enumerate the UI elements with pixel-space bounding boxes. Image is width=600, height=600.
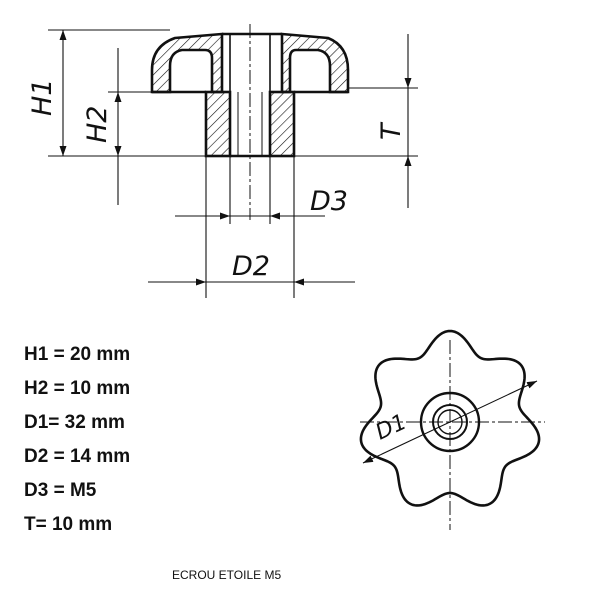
knob-head-right-section <box>280 32 350 94</box>
hub-right-section <box>268 90 296 158</box>
h1-label: H1 <box>27 79 58 116</box>
knob-head-left-section <box>150 32 224 94</box>
spec-h2: H2 = 10 mm <box>24 378 131 399</box>
spec-d3: D3 = M5 <box>24 480 97 501</box>
top-view <box>359 329 545 530</box>
spec-d1: D1= 32 mm <box>24 412 125 433</box>
side-dimensions <box>48 29 418 298</box>
side-section-view <box>150 24 350 220</box>
caption: ECROU ETOILE M5 <box>172 568 282 582</box>
t-label: T <box>376 121 407 140</box>
spec-d2: D2 = 14 mm <box>24 446 131 467</box>
d3-label: D3 <box>310 186 348 217</box>
spec-h1: H1 = 20 mm <box>24 344 131 365</box>
hub-left-section <box>204 90 232 158</box>
h2-label: H2 <box>82 106 113 143</box>
d1-dimension-line <box>362 380 538 464</box>
d2-label: D2 <box>232 251 270 282</box>
spec-list: H1 = 20 mm H2 = 10 mm D1= 32 mm D2 = 14 … <box>24 338 130 542</box>
spec-t: T= 10 mm <box>24 514 113 535</box>
d1-label: D1 <box>372 410 411 446</box>
